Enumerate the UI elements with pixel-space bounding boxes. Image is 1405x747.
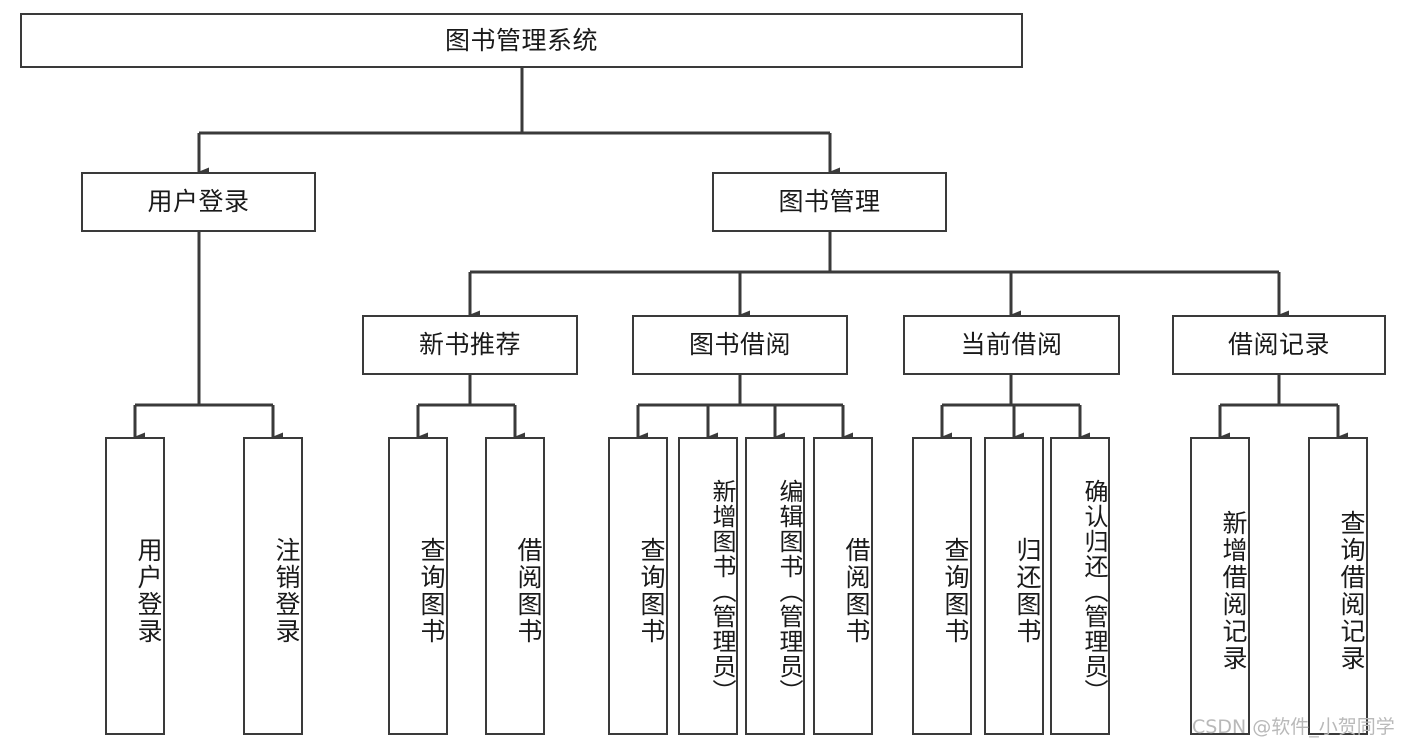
node-book-borrow[interactable]: 图书借阅 [632,315,848,375]
node-new-book-recommend-label: 新书推荐 [418,330,521,360]
leaf-label: 编辑图书（管理员） [775,478,803,704]
leaf-label: 注销登录 [272,537,301,645]
leaf-label: 查询图书 [941,537,970,645]
leaf-user-login[interactable]: 用户登录 [105,437,165,735]
leaf-label: 用户登录 [134,537,163,645]
node-current-borrow-label: 当前借阅 [960,330,1063,360]
leaf-return-book[interactable]: 归还图书 [984,437,1044,735]
leaf-label: 查询图书 [417,537,446,645]
leaf-query-book-recommend[interactable]: 查询图书 [388,437,448,735]
node-root-label: 图书管理系统 [444,25,598,55]
node-book-borrow-label: 图书借阅 [688,330,791,360]
leaf-edit-book-admin[interactable]: 编辑图书（管理员） [745,437,805,735]
leaf-borrow-book[interactable]: 借阅图书 [813,437,873,735]
leaf-label: 借阅图书 [842,537,871,645]
node-root[interactable]: 图书管理系统 [20,13,1023,68]
node-current-borrow[interactable]: 当前借阅 [903,315,1120,375]
node-user-login[interactable]: 用户登录 [81,172,316,232]
leaf-label: 确认归还（管理员） [1080,478,1108,704]
leaf-confirm-return-admin[interactable]: 确认归还（管理员） [1050,437,1110,735]
leaf-label: 新增借阅记录 [1219,510,1248,672]
node-borrow-record[interactable]: 借阅记录 [1172,315,1386,375]
node-book-management-label: 图书管理 [778,187,881,217]
leaf-add-borrow-record[interactable]: 新增借阅记录 [1190,437,1250,735]
leaf-label: 查询借阅记录 [1337,510,1366,672]
node-book-management[interactable]: 图书管理 [712,172,947,232]
leaf-label: 借阅图书 [514,537,543,645]
leaf-query-book-borrow[interactable]: 查询图书 [608,437,668,735]
node-user-login-label: 用户登录 [147,187,250,217]
leaf-add-book-admin[interactable]: 新增图书（管理员） [678,437,738,735]
node-borrow-record-label: 借阅记录 [1227,330,1330,360]
leaf-label: 新增图书（管理员） [708,478,736,704]
leaf-label: 查询图书 [637,537,666,645]
csdn-watermark: CSDN @软件_小贺同学 [1192,716,1395,738]
leaf-query-book-current[interactable]: 查询图书 [912,437,972,735]
leaf-logout[interactable]: 注销登录 [243,437,303,735]
leaf-borrow-book-recommend[interactable]: 借阅图书 [485,437,545,735]
leaf-query-borrow-record[interactable]: 查询借阅记录 [1308,437,1368,735]
node-new-book-recommend[interactable]: 新书推荐 [362,315,578,375]
leaf-label: 归还图书 [1013,537,1042,645]
